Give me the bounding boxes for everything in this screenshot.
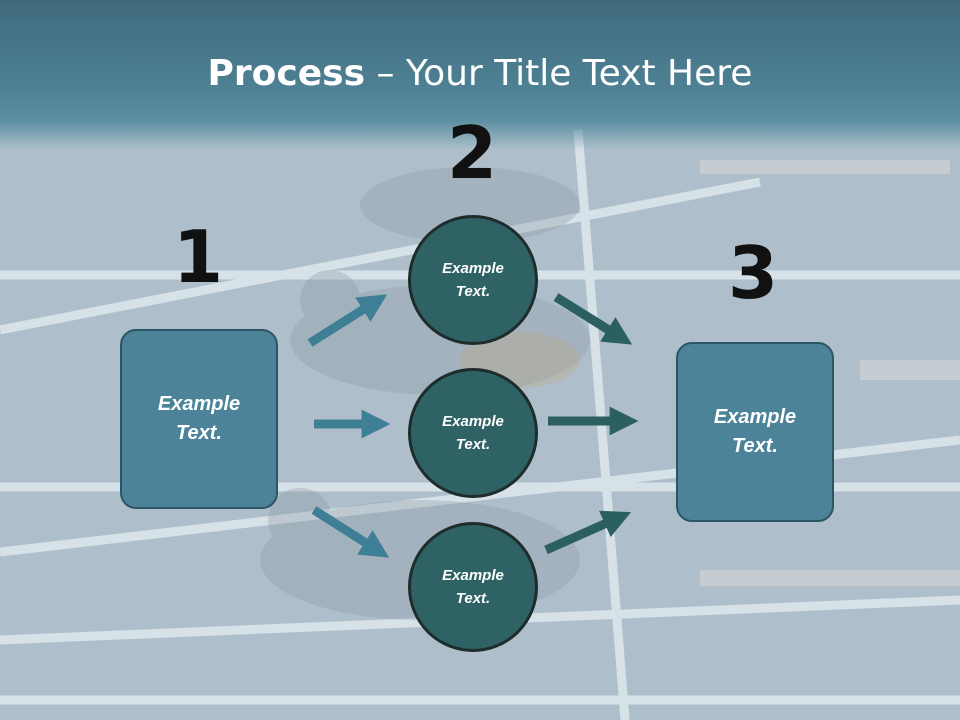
title-band <box>0 0 960 150</box>
circle-bottom-line1: Example <box>442 567 504 584</box>
arrow-icon <box>553 293 633 345</box>
circle-top-line2: Text. <box>455 283 491 300</box>
arrow-icon <box>311 506 390 558</box>
step-2-circle-middle[interactable]: Example Text. <box>408 368 538 498</box>
step-3-box[interactable]: Example Text. <box>676 342 834 522</box>
step-2-circle-top[interactable]: Example Text. <box>408 215 538 345</box>
arrow-icon <box>307 294 388 347</box>
step-3-number: 3 <box>727 231 779 315</box>
circle-top-line1: Example <box>442 260 504 277</box>
circle-bottom-line2: Text. <box>455 590 491 607</box>
title-bold: Process <box>207 53 366 94</box>
arrow-icon <box>544 510 632 555</box>
step-3-box-line2: Text. <box>732 435 778 457</box>
step-1-box[interactable]: Example Text. <box>120 329 278 509</box>
step-2-number: 2 <box>446 111 498 195</box>
step-1-box-line2: Text. <box>176 422 222 444</box>
circle-middle-line2: Text. <box>455 436 491 453</box>
step-1-box-line1: Example <box>157 393 241 415</box>
step-2-circle-bottom[interactable]: Example Text. <box>408 522 538 652</box>
step-3-box-line1: Example <box>713 406 797 428</box>
step-1-number: 1 <box>172 215 224 299</box>
circle-middle-line1: Example <box>442 413 504 430</box>
title-rest: – Your Title Text Here <box>365 53 753 94</box>
slide-title: Process – Your Title Text Here <box>0 52 960 96</box>
